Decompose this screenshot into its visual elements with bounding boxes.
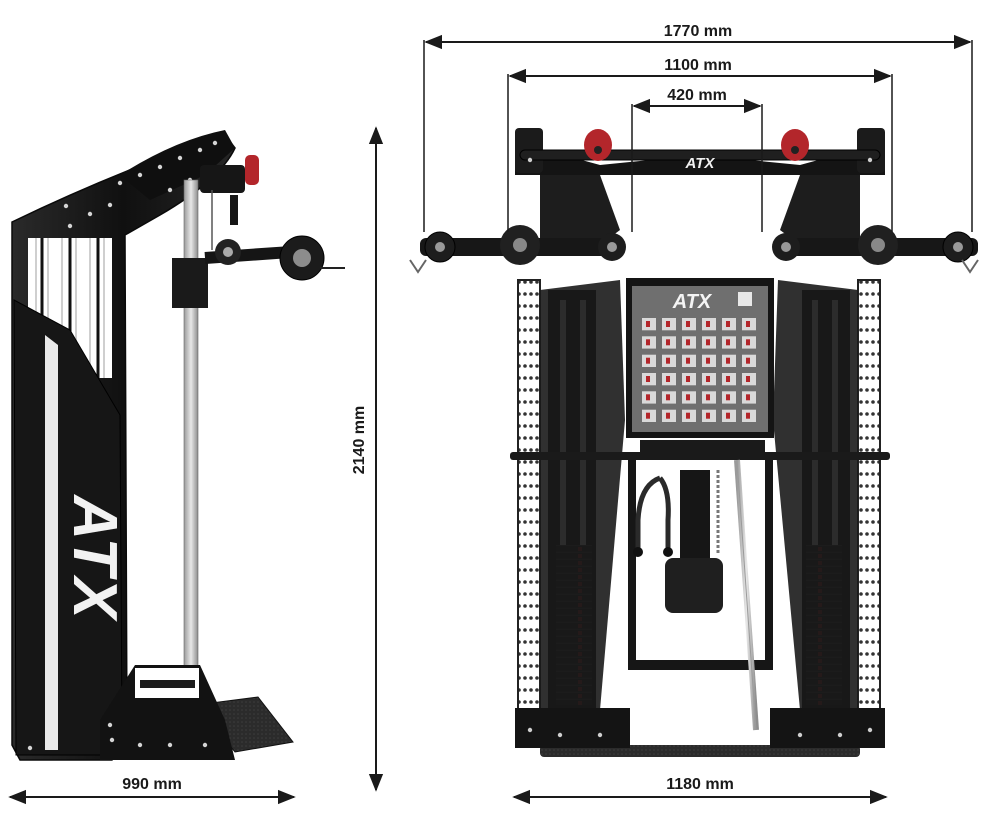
exercise-thumbnail-accent [666,321,670,327]
front-base-left [515,708,630,748]
exercise-thumbnail-accent [686,376,690,382]
front-top-frame [515,150,885,175]
side-atx-logo: ATX [60,493,129,622]
dimension-inner-width-label: 1100 mm [664,57,732,74]
exercise-thumbnail-accent [706,357,710,364]
exercise-thumbnail-accent [666,357,670,364]
exercise-thumbnail-accent [646,321,650,327]
exercise-thumbnail-accent [686,321,690,327]
dimension-depth: 990 mm [8,776,296,805]
front-right-upright [857,279,881,726]
exercise-thumbnail-accent [646,376,650,382]
exercise-thumbnail-accent [646,339,650,346]
exercise-thumbnail-accent [686,394,690,401]
dimension-inner-width: 1100 mm [507,57,893,232]
exercise-thumbnail-accent [726,376,730,382]
exercise-thumbnail-accent [746,412,750,419]
dimension-pulley-spacing-label: 420 mm [667,87,727,104]
exercise-thumbnail-accent [726,394,730,401]
side-top-arm [120,130,235,200]
exercise-thumbnail-accent [666,394,670,401]
dimension-pulley-spacing: 420 mm [631,87,763,232]
side-view-machine: ATX [11,130,345,761]
side-base-frame [100,665,235,760]
front-right-pulley-arm [772,225,979,274]
dimension-base-width: 1180 mm [512,776,888,805]
exercise-thumbnail-accent [706,321,710,327]
exercise-thumbnail-accent [726,339,730,346]
exercise-thumbnail-accent [666,412,670,419]
front-crossbar [510,452,890,460]
front-left-pulley-arm [409,225,626,274]
front-chart-exercise-grid [642,318,756,422]
exercise-thumbnail-accent [726,357,730,364]
side-red-pivot [245,155,259,185]
side-top-pulley-housing [200,165,245,193]
side-white-stripe [45,335,58,750]
exercise-thumbnail-accent [746,376,750,382]
exercise-thumbnail-accent [726,321,730,327]
exercise-thumbnail-accent [706,412,710,419]
dimension-depth-label: 990 mm [122,776,182,793]
front-left-red-pivot [584,129,612,161]
front-chart-qr-code [738,292,752,306]
front-tricep-rope [635,475,671,548]
exercise-thumbnail-accent [686,412,690,419]
exercise-thumbnail-accent [706,394,710,401]
front-view-machine: ATX ATX [409,128,979,757]
dimension-height-label: 2140 mm [351,406,368,475]
front-chart-atx-logo: ATX [672,291,713,313]
exercise-thumbnail-accent [746,339,750,346]
front-ankle-pad [665,558,723,613]
exercise-thumbnail-accent [666,376,670,382]
front-left-gusset [540,175,620,245]
front-right-gusset [780,175,860,245]
dimension-overall-width: 1770 mm [423,23,973,232]
dimension-height: 2140 mm [351,126,384,792]
exercise-thumbnail-accent [726,412,730,419]
exercise-thumbnail-accent [746,394,750,401]
exercise-thumbnail-accent [646,357,650,364]
dimension-base-width-label: 1180 mm [666,776,734,793]
exercise-thumbnail-accent [666,339,670,346]
exercise-thumbnail-accent [746,357,750,364]
dimension-overall-width-label: 1770 mm [664,23,733,40]
front-top-atx-logo: ATX [685,155,716,172]
exercise-thumbnail-accent [646,394,650,401]
exercise-thumbnail-accent [686,357,690,364]
front-left-upright [517,279,541,726]
exercise-thumbnail-accent [706,339,710,346]
side-bolts [63,140,218,229]
exercise-thumbnail-accent [686,339,690,346]
front-base-right [770,708,885,748]
exercise-thumbnail-accent [646,412,650,419]
exercise-thumbnail-accent [746,321,750,327]
exercise-thumbnail-accent [706,376,710,382]
front-right-red-pivot [781,129,809,161]
